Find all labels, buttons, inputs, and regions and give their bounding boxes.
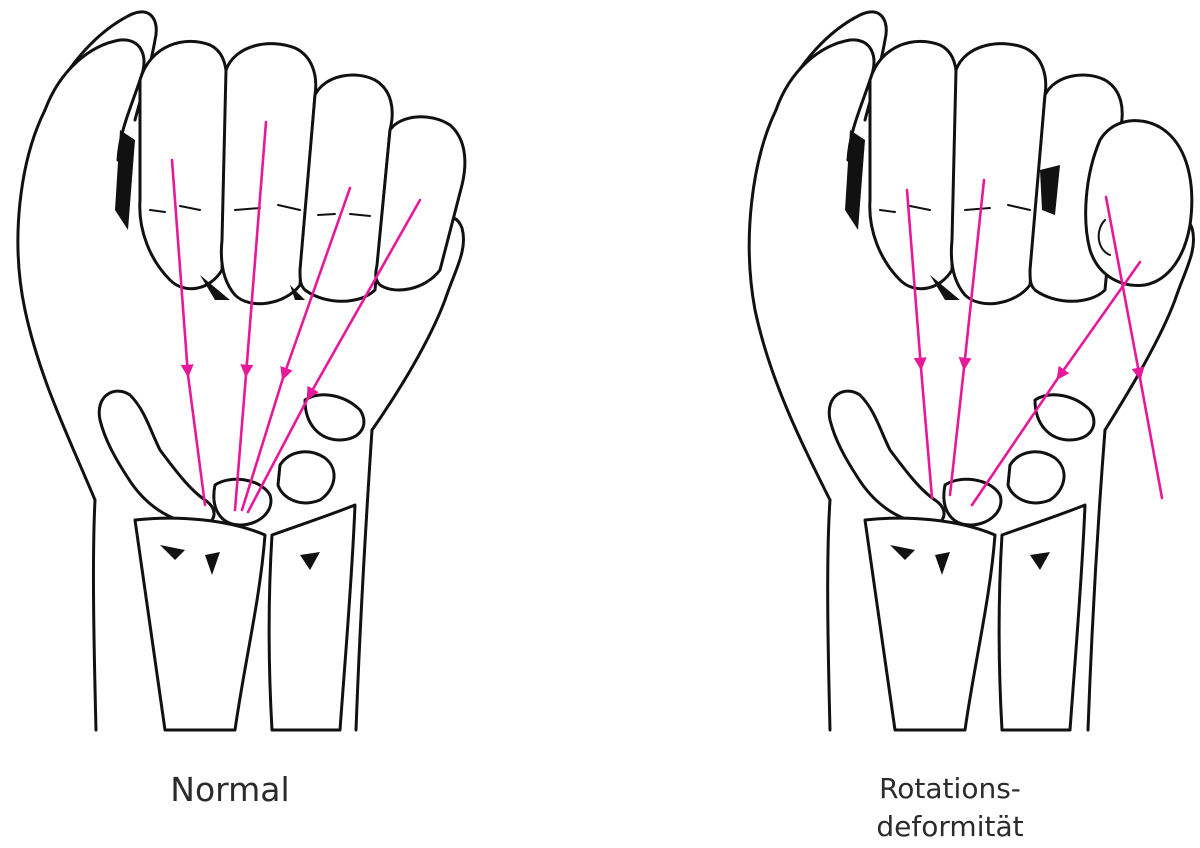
right-fist-rotation [747, 10, 1195, 732]
left-index-finger [138, 39, 229, 291]
left-forearm-edge-right [354, 428, 374, 732]
right-radius [863, 516, 997, 732]
caption-normal: Normal [170, 770, 290, 809]
right-forearm-edge [826, 498, 832, 732]
right-ulna [997, 503, 1087, 732]
right-carpal-bones [827, 389, 946, 527]
left-carpal-bones [97, 389, 216, 527]
left-ulna [267, 503, 357, 732]
caption-rotation-line2: deformität [876, 810, 1024, 843]
left-little-finger [374, 115, 467, 292]
right-index-finger [868, 39, 959, 291]
left-radius [133, 516, 267, 732]
left-forearm-edge [91, 498, 98, 732]
caption-rotation-deformity: Rotations- deformität [820, 770, 1080, 846]
left-ring-finger [298, 73, 394, 303]
left-thumb [43, 38, 146, 162]
caption-rotation-line1: Rotations- [879, 772, 1021, 805]
left-fist-normal [16, 10, 467, 732]
left-shadow [200, 275, 230, 300]
right-little-finger-rotated [1084, 119, 1194, 287]
